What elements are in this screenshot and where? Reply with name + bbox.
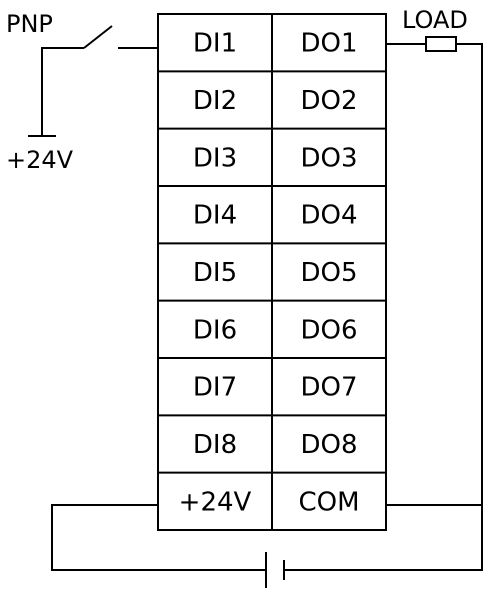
terminal-output-label: COM bbox=[298, 487, 359, 517]
terminal-input-label: DI6 bbox=[193, 315, 237, 345]
load-resistor-icon bbox=[425, 36, 457, 52]
switch-contact-icon bbox=[83, 25, 113, 49]
terminal-input-label: DI2 bbox=[193, 86, 237, 116]
power-supply-loop bbox=[51, 504, 290, 588]
supply-voltage-label: +24V bbox=[6, 146, 74, 174]
switch-supply-wire bbox=[41, 47, 84, 136]
terminal-input-label: DI3 bbox=[193, 143, 237, 173]
terminal-output-label: DO2 bbox=[300, 86, 357, 116]
terminal-output-label: DO7 bbox=[300, 373, 357, 403]
terminal-output-label: DO3 bbox=[300, 143, 357, 173]
terminal-input-label: DI1 bbox=[193, 29, 237, 59]
pnp-label: PNP bbox=[6, 10, 53, 38]
load-circuit: LOAD bbox=[290, 6, 483, 571]
terminal-output-label: DO6 bbox=[300, 315, 357, 345]
terminal-input-label: DI8 bbox=[193, 430, 237, 460]
terminal-output-label: DO8 bbox=[300, 430, 357, 460]
load-return-wire bbox=[290, 43, 483, 571]
terminal-output-label: DO4 bbox=[300, 201, 357, 231]
terminal-input-label: DI4 bbox=[193, 201, 237, 231]
terminal-output-label: DO1 bbox=[300, 29, 357, 59]
terminal-input-label: DI5 bbox=[193, 258, 237, 288]
supply-positive-wire bbox=[51, 504, 266, 571]
load-label: LOAD bbox=[402, 6, 468, 34]
terminal-input-label: DI7 bbox=[193, 373, 237, 403]
terminal-input-label: +24V bbox=[179, 487, 252, 517]
pnp-switch-circuit: PNP +24V bbox=[6, 10, 158, 174]
terminal-output-label: DO5 bbox=[300, 258, 357, 288]
terminal-row-dividers bbox=[158, 70, 386, 474]
